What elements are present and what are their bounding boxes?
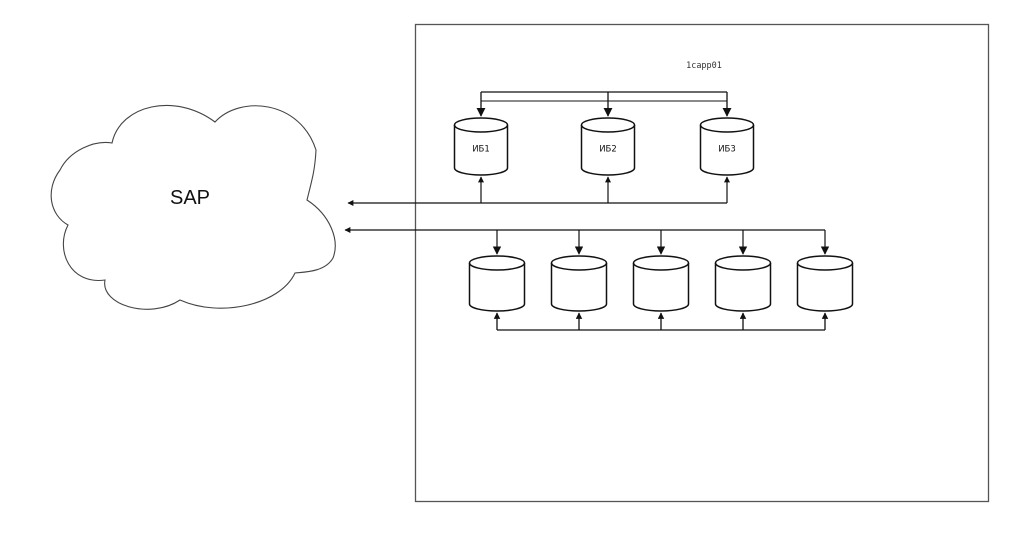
- database-label: ИБ3: [718, 145, 736, 155]
- server-box: [414, 23, 990, 503]
- database-cylinder: ИБ1: [453, 117, 509, 176]
- database-cylinder: [714, 255, 772, 312]
- database-label: ИБ1: [472, 145, 490, 155]
- database-cylinder: [796, 255, 854, 312]
- server-label: 1capp01: [686, 61, 722, 71]
- top-return-lines: [347, 176, 730, 206]
- database-cylinder: [468, 255, 526, 312]
- database-cylinder: ИБ3: [699, 117, 755, 176]
- bottom-distribution-lines: [344, 227, 830, 255]
- top-distribution-lines: [476, 91, 732, 117]
- bottom-return-lines: [493, 312, 829, 331]
- sap-cloud: SAP: [50, 104, 336, 310]
- database-label: ИБ2: [599, 145, 617, 155]
- database-cylinder: [550, 255, 608, 312]
- database-cylinder: [632, 255, 690, 312]
- database-cylinder: ИБ2: [580, 117, 636, 176]
- cloud-label: SAP: [170, 187, 210, 209]
